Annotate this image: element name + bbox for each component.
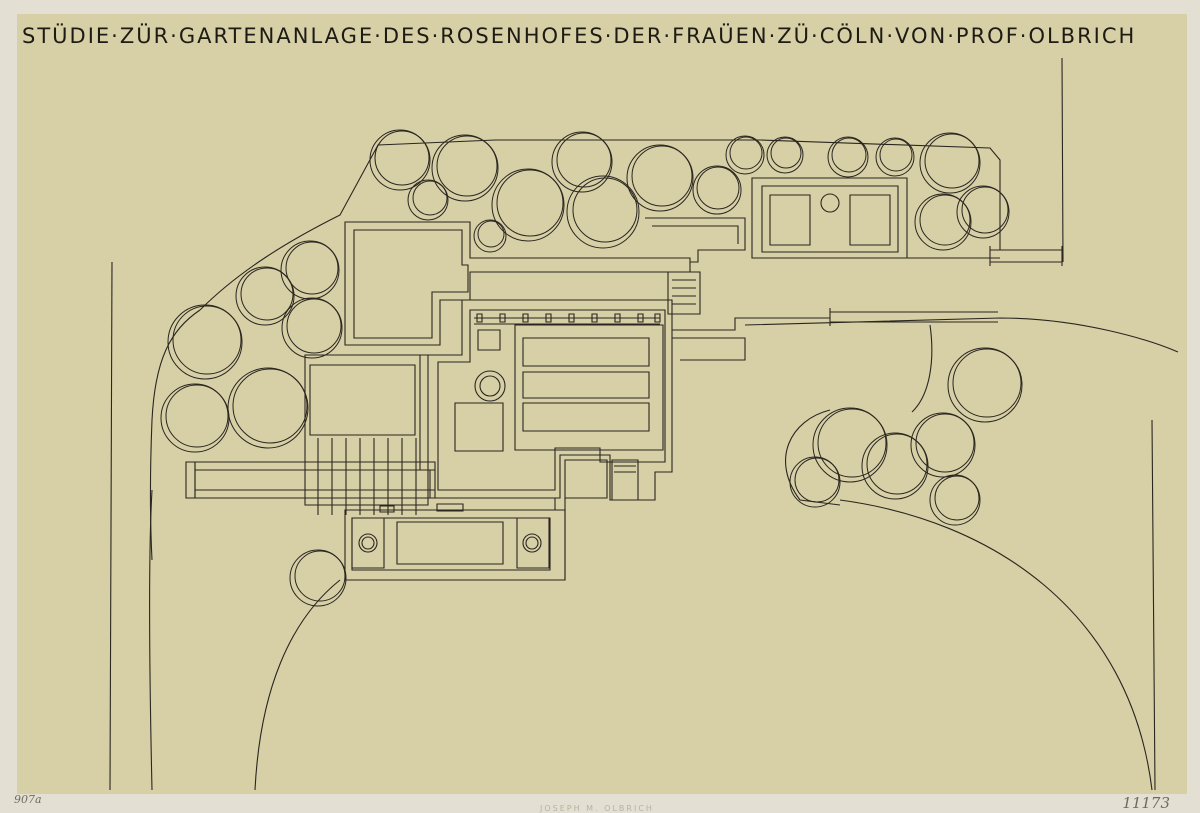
tree — [567, 176, 639, 248]
tree — [915, 194, 971, 250]
tree — [627, 145, 693, 211]
trees — [161, 130, 1022, 606]
lawn-west-curve — [255, 580, 340, 790]
rose-bed-1 — [523, 338, 649, 366]
lower-post — [380, 506, 394, 512]
upper-hall-outline — [345, 222, 690, 345]
central-pavilion — [455, 403, 503, 451]
tree — [492, 169, 564, 241]
lower-basin-right — [523, 534, 541, 552]
north-enclosure — [752, 178, 907, 258]
drawing-title: STÜDIE·ZÜR·GARTENANLAGE·DES·ROSENHOFES·D… — [22, 24, 1137, 48]
lower-basin-left — [359, 534, 377, 552]
square-bed-right — [850, 195, 890, 245]
court-steps-right — [612, 460, 638, 500]
lower-bench — [437, 504, 463, 511]
rose-court-inner — [438, 310, 665, 490]
court-fountain — [475, 371, 505, 401]
rose-court-outline — [420, 300, 672, 500]
terrace-steps — [318, 438, 416, 515]
walk-gate-west — [186, 462, 195, 498]
inventory-number: 11173 — [1122, 794, 1170, 812]
tree — [168, 305, 242, 379]
grove-path-line — [912, 325, 932, 412]
tree — [370, 130, 430, 190]
tree — [948, 348, 1022, 422]
lower-bed-left — [352, 518, 384, 568]
paper-sheet — [17, 14, 1187, 794]
tree — [767, 137, 803, 173]
court-box-lower — [565, 460, 607, 498]
tree — [862, 433, 928, 499]
tree — [876, 138, 914, 176]
lower-bed-right — [517, 518, 549, 568]
east-walk-2 — [672, 338, 745, 360]
east-walk — [672, 318, 830, 330]
lower-pool — [397, 522, 503, 564]
northern-garden-edge — [200, 140, 1000, 310]
upper-hall-inner — [354, 230, 468, 338]
tree — [920, 133, 980, 193]
rose-bed-2 — [523, 372, 649, 398]
sheet-number: 907a — [14, 793, 42, 806]
right-boundary-line — [1062, 58, 1063, 262]
tree — [408, 180, 448, 220]
tree — [828, 137, 868, 177]
tree — [726, 136, 764, 174]
corridor-upper-inner — [652, 226, 738, 244]
square-bed-left — [770, 195, 810, 245]
collection-stamp: JOSEPH M. OLBRICH — [540, 804, 654, 813]
tree — [161, 384, 229, 452]
tree — [930, 475, 980, 525]
right-boundary-line-2 — [1152, 420, 1155, 790]
court-terrace — [515, 325, 663, 450]
lower-left-path-curve — [150, 490, 152, 790]
rose-bed-3 — [523, 403, 649, 431]
west-lawn-panel — [310, 365, 415, 435]
lawn-east-edge — [745, 318, 1178, 352]
tree — [282, 298, 342, 358]
fountain-small — [821, 194, 839, 212]
tree — [290, 550, 346, 606]
tree — [693, 166, 741, 214]
tree — [957, 186, 1009, 238]
tree — [432, 135, 498, 201]
tree — [474, 220, 506, 252]
plan-linework — [110, 58, 1178, 790]
corridor-upper — [645, 218, 745, 262]
west-terrace-outline — [305, 355, 428, 505]
pergola-posts — [477, 314, 660, 322]
tree — [790, 457, 840, 507]
lower-basin-left-inner — [362, 537, 374, 549]
tree — [552, 132, 612, 192]
left-boundary-line — [110, 262, 112, 790]
small-stair — [478, 330, 500, 350]
tree — [911, 413, 975, 477]
lawn-large-curve — [840, 500, 1152, 790]
lower-basin-right-inner — [526, 537, 538, 549]
north-enclosure-inner — [762, 186, 898, 252]
court-fountain-inner — [480, 376, 500, 396]
steps-block — [668, 272, 700, 314]
tree — [236, 267, 294, 325]
tree-grove-outline — [786, 410, 840, 505]
tree — [813, 408, 887, 482]
